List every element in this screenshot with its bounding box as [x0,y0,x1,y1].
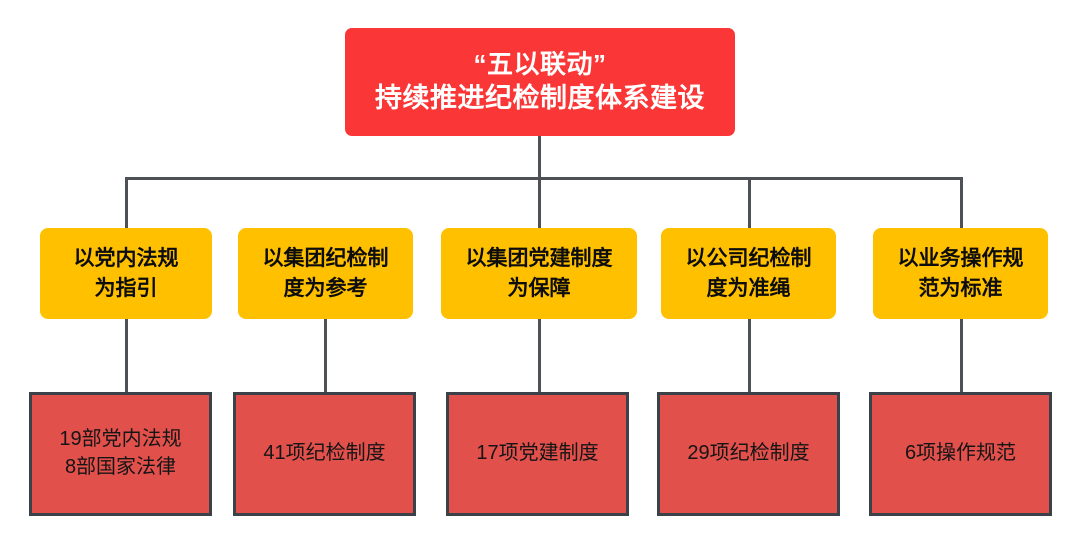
pillar-5-line-2: 范为标准 [918,276,1003,300]
pillar-1-line-2: 为指引 [94,276,158,300]
count-3-line-1: 17项党建制度 [476,442,599,465]
connector-pillar-1-to-count-1 [125,317,128,394]
pillar-4-line-1: 以公司纪检制 [685,246,812,270]
pillar-node-5: 以业务操作规 范为标准 [873,228,1048,319]
pillar-3-line-1: 以集团党建制度 [465,246,613,270]
count-node-5: 6项操作规范 [869,392,1052,516]
count-5-line-1: 6项操作规范 [904,442,1017,465]
count-node-3: 17项党建制度 [446,392,629,516]
connector-root-stem [538,136,541,179]
connector-pillar-5-to-count-5 [960,317,963,394]
root-title-line-2: 持续推进纪检制度体系建设 [375,83,705,114]
pillar-node-4: 以公司纪检制 度为准绳 [661,228,836,319]
connector-horizontal-bus [125,177,963,180]
pillar-3-line-2: 为保障 [507,276,571,300]
connector-bus-to-pillar-1 [125,177,128,229]
pillar-1-line-1: 以党内法规 [73,246,179,270]
pillar-node-2: 以集团纪检制 度为参考 [238,228,413,319]
connector-pillar-2-to-count-2 [324,317,327,394]
pillar-node-3: 以集团党建制度 为保障 [441,228,637,319]
count-node-4: 29项纪检制度 [657,392,840,516]
count-node-1: 19部党内法规 8部国家法律 [29,392,212,516]
root-title-line-1: “五以联动” [473,49,607,80]
count-2-line-1: 41项纪检制度 [263,442,386,465]
pillar-4-line-2: 度为准绳 [706,276,791,300]
connector-bus-to-pillar-4 [748,177,751,229]
connector-bus-to-pillar-5 [960,177,963,229]
pillar-2-line-1: 以集团纪检制 [262,246,389,270]
pillar-2-line-2: 度为参考 [283,276,368,300]
connector-bus-to-pillar-3 [538,177,541,229]
connector-pillar-3-to-count-3 [538,317,541,394]
pillar-node-1: 以党内法规 为指引 [40,228,212,319]
count-1-line-1: 19部党内法规 [59,428,182,451]
pillar-5-line-1: 以业务操作规 [897,246,1024,270]
count-4-line-1: 29项纪检制度 [687,442,810,465]
connector-pillar-4-to-count-4 [748,317,751,394]
count-node-2: 41项纪检制度 [233,392,416,516]
root-node-title: “五以联动” 持续推进纪检制度体系建设 [345,28,735,136]
count-1-line-2: 8部国家法律 [64,456,177,478]
